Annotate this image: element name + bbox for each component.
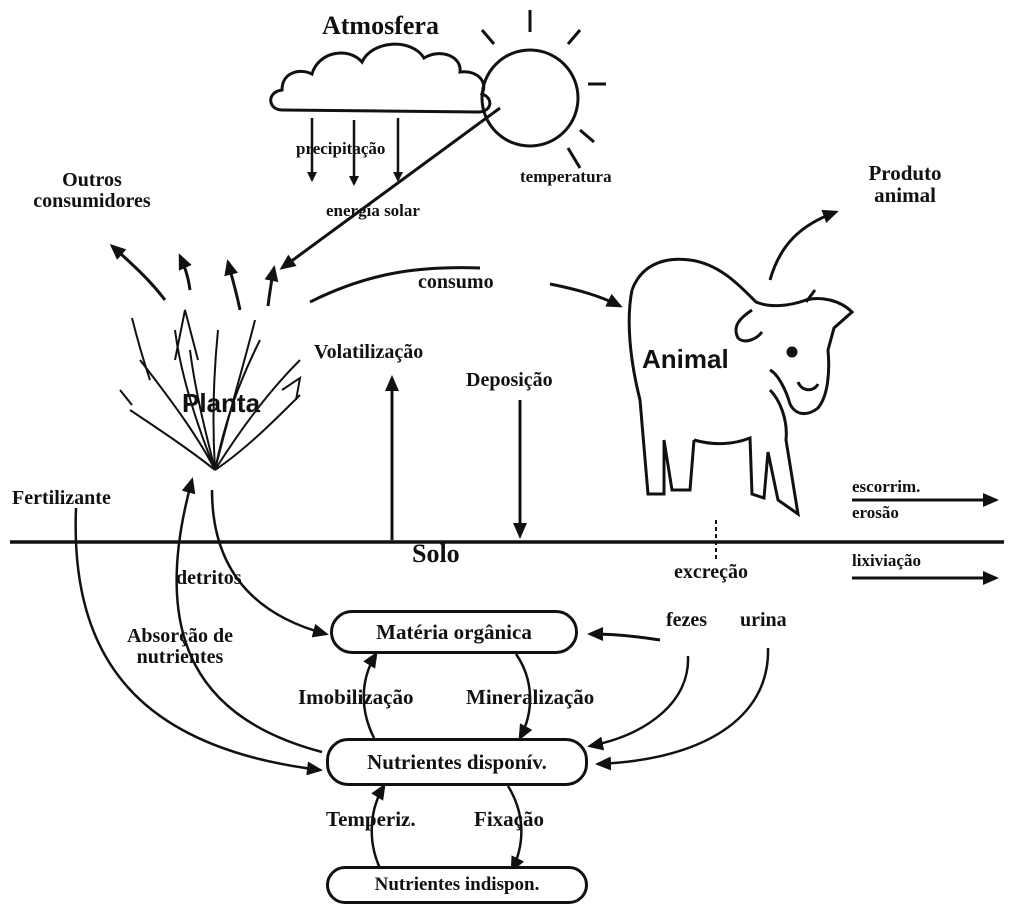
excretion-label: excreção — [674, 562, 748, 583]
urine-to-nutrients-arrow — [598, 648, 768, 764]
fertilizer-label: Fertilizante — [12, 488, 111, 509]
runoff-label: escorrim. — [852, 478, 920, 496]
consumption-label: consumo — [418, 272, 494, 293]
organic-matter-box: Matéria orgânica — [330, 610, 578, 654]
weathering-label: Temperiz. — [326, 808, 416, 830]
immobilization-label: Imobilização — [298, 686, 414, 708]
erosion-label: erosão — [852, 504, 899, 522]
soil-label: Solo — [412, 540, 460, 567]
fixation-label: Fixação — [474, 808, 544, 830]
animal-label: Animal — [642, 346, 729, 373]
animal-product-line2: animal — [850, 184, 960, 206]
absorption-line1: Absorção de — [100, 626, 260, 647]
animal-product-label: Produto animal — [850, 162, 960, 206]
solar-energy-arrow — [282, 108, 500, 268]
consumption-arrow — [550, 284, 620, 306]
feces-label: fezes — [666, 610, 707, 631]
detritus-arrow — [212, 490, 326, 634]
animal-product-line1: Produto — [850, 162, 960, 184]
absorption-line2: nutrientes — [100, 647, 260, 668]
detritus-label: detritos — [176, 568, 242, 589]
absorption-label: Absorção de nutrientes — [100, 626, 260, 668]
urine-label: urina — [740, 610, 787, 631]
leaching-label: lixiviação — [852, 552, 921, 570]
other-consumers-label: Outros consumidores — [22, 170, 162, 212]
deposition-label: Deposição — [466, 370, 553, 391]
cloud-icon — [271, 44, 490, 112]
animal-product-arrow — [770, 212, 836, 280]
available-nutrients-box: Nutrientes disponív. — [326, 738, 588, 786]
mineralization-label: Mineralização — [466, 686, 594, 708]
plant-outward-arrows — [112, 246, 274, 310]
unavailable-nutrients-box: Nutrientes indispon. — [326, 866, 588, 904]
other-consumers-line2: consumidores — [22, 191, 162, 212]
temperature-label: temperatura — [520, 168, 612, 186]
other-consumers-line1: Outros — [22, 170, 162, 191]
cow-icon — [629, 259, 852, 514]
volatilization-label: Volatilização — [314, 342, 423, 363]
plant-label: Planta — [182, 390, 260, 417]
feces-to-nutrients-arrow — [590, 656, 688, 746]
solar-energy-label: energia solar — [326, 202, 420, 220]
feces-to-organic-arrow — [590, 634, 660, 640]
precipitation-label: precipitação — [296, 140, 385, 158]
sun-icon — [482, 10, 606, 168]
absorption-arrow — [177, 480, 322, 752]
atmosphere-label: Atmosfera — [322, 12, 439, 39]
